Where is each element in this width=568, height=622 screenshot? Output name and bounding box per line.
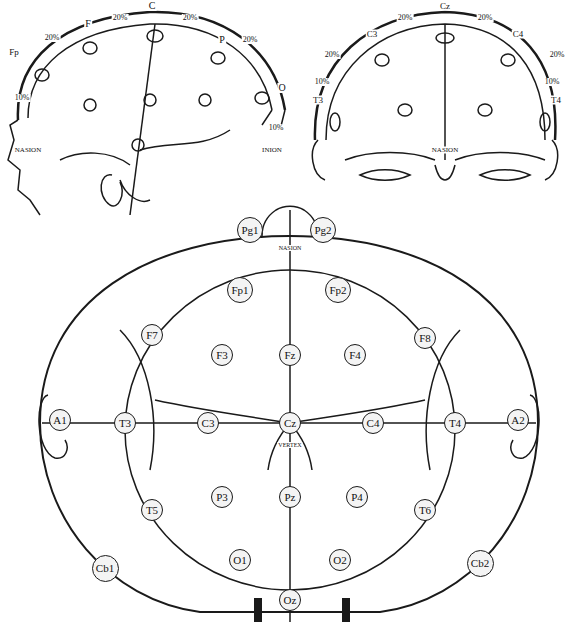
electrode-node: Pz	[279, 486, 301, 508]
electrode-label: C3	[202, 418, 215, 429]
view-label: 20%	[112, 14, 129, 22]
electrode-label: O1	[233, 555, 246, 566]
view-label: T4	[550, 96, 562, 105]
electrode-label: O2	[333, 555, 346, 566]
electrode-label: T4	[449, 418, 461, 429]
view-label: NASION	[431, 147, 459, 154]
electrode-label: P4	[351, 492, 363, 503]
electrode-node: C4	[362, 412, 384, 434]
view-label: Cz	[439, 2, 451, 11]
electrode-node: Cb2	[467, 550, 494, 577]
electrode-label: Fz	[285, 350, 296, 361]
view-label: NASION	[278, 245, 303, 251]
electrode-label: Cz	[284, 418, 296, 429]
view-label: 10%	[314, 78, 331, 86]
electrode-node: Cb1	[92, 555, 119, 582]
electrode-label: F8	[419, 333, 431, 344]
view-label: VERTEX	[277, 442, 302, 448]
electrode-label: T6	[419, 505, 431, 516]
electrode-label: Fp1	[231, 285, 248, 296]
view-label: 10%	[268, 124, 285, 132]
view-label: F	[84, 19, 92, 29]
view-label: 20%	[182, 14, 199, 22]
electrode-node: O1	[229, 549, 251, 571]
electrode-label: Pg2	[314, 225, 331, 236]
electrode-node: F4	[344, 344, 366, 366]
electrode-node: F8	[414, 327, 436, 349]
view-label: T3	[312, 96, 324, 105]
electrode-node: T5	[141, 499, 163, 521]
electrode-node: Pg1	[237, 217, 263, 243]
view-label: 20%	[477, 14, 494, 22]
electrode-node: Fp2	[325, 277, 351, 303]
electrode-label: T5	[146, 505, 158, 516]
electrode-node: T4	[444, 412, 466, 434]
view-label: 20%	[44, 34, 61, 42]
electrode-node: P4	[346, 486, 368, 508]
electrode-node: O2	[329, 549, 351, 571]
electrode-label: A1	[53, 415, 66, 426]
electrode-label: F7	[146, 330, 158, 341]
view-label: Fp	[8, 48, 20, 57]
electrode-node: C3	[197, 412, 219, 434]
electrode-label: Oz	[284, 595, 297, 606]
view-label: C3	[366, 30, 379, 39]
electrode-node: Cz	[279, 412, 301, 434]
electrode-label: F4	[349, 350, 361, 361]
view-label: 20%	[242, 36, 259, 44]
electrode-label: C4	[367, 418, 380, 429]
view-label: C	[148, 1, 157, 11]
view-label: O	[277, 83, 286, 93]
electrode-node: A1	[49, 409, 71, 431]
view-label: C4	[512, 30, 525, 39]
electrode-label: Pz	[285, 492, 296, 503]
electrode-node: P3	[211, 486, 233, 508]
view-label: P	[218, 35, 226, 45]
electrode-node: T3	[114, 412, 136, 434]
electrode-label: Fp2	[329, 285, 346, 296]
view-label: 10%	[14, 94, 31, 102]
view-label: 10%	[544, 78, 561, 86]
view-label: 20%	[397, 14, 414, 22]
electrode-node: Fz	[279, 344, 301, 366]
electrode-node: Oz	[279, 589, 301, 611]
view-label: 20%	[549, 51, 566, 59]
electrode-label: A2	[511, 415, 524, 426]
view-label: NASION	[14, 147, 42, 154]
electrode-node: Pg2	[310, 217, 336, 243]
view-label: 20%	[324, 51, 341, 59]
view-label: INION	[261, 147, 283, 154]
electrode-label: F3	[216, 350, 228, 361]
electrode-label: Cb2	[471, 558, 489, 569]
electrode-label: Pg1	[241, 225, 258, 236]
electrode-label: P3	[216, 492, 228, 503]
electrode-node: A2	[507, 409, 529, 431]
electrode-label: Cb1	[96, 563, 114, 574]
electrode-node: Fp1	[227, 277, 253, 303]
electrode-node: F3	[211, 344, 233, 366]
electrode-node: T6	[414, 499, 436, 521]
electrode-label: T3	[119, 418, 131, 429]
electrode-node: F7	[141, 324, 163, 346]
